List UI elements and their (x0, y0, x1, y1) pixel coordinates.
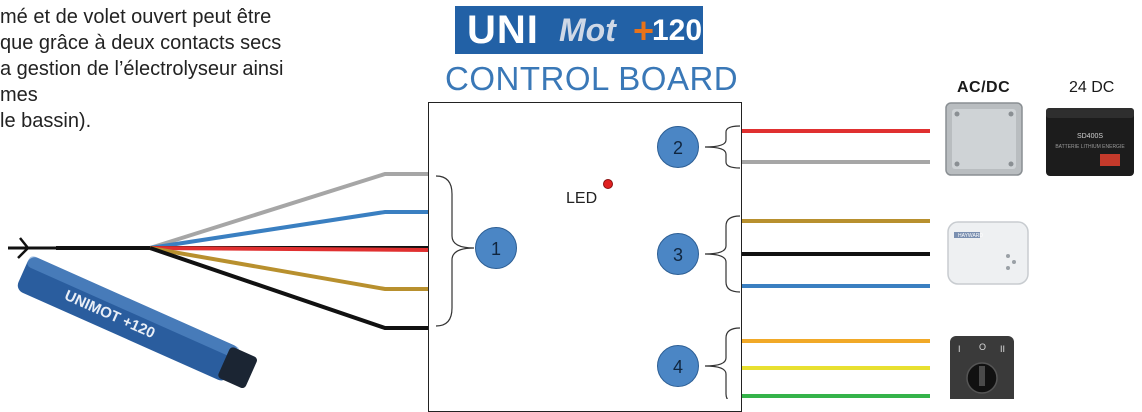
wire-black (149, 246, 428, 330)
bracket-1 (435, 175, 475, 327)
box-brand: HAYWARD (958, 233, 983, 239)
intro-line-4: mes (0, 84, 38, 106)
bracket-3 (704, 215, 741, 293)
intro-line-1: mé et de volet ouvert peut être (0, 6, 272, 28)
battery-sub: BATTERIE LITHIUM ENERGIE (1055, 144, 1125, 150)
led-label: LED (566, 190, 598, 207)
bracket-2 (704, 125, 741, 169)
rotary-switch: I O II (950, 336, 1014, 399)
electrolyser-box: HAYWARD (947, 221, 1029, 285)
intro-line-5: le bassin). (0, 110, 92, 132)
wire-gold (149, 246, 428, 291)
wiring-diagram: UNIMOT +120 SD400S BATTERIE LI (8, 102, 1134, 399)
wire-blue (149, 210, 428, 250)
switch-label-mid: O (979, 342, 986, 352)
battery-24dc: SD400S BATTERIE LITHIUM ENERGIE (1046, 108, 1134, 176)
logo-uni: UNI (467, 8, 539, 52)
group-1-badge: 1 (475, 227, 517, 269)
wire-red (149, 246, 429, 252)
acdc-junction-box (945, 102, 1023, 176)
dc24-label: 24 DC (1069, 79, 1115, 96)
motor-wires (56, 172, 429, 330)
intro-paragraph: mé et de volet ouvert peut être que grâc… (0, 4, 380, 134)
unimot-logo: UNI Mot + 120 (455, 6, 703, 54)
intro-line-2: que grâce à deux contacts secs (0, 32, 282, 54)
led-indicator (603, 179, 613, 189)
wire-gray (149, 172, 428, 250)
logo-plus: + (633, 10, 655, 51)
group-4-badge: 4 (657, 345, 699, 387)
board-title: CONTROL BOARD (445, 60, 739, 97)
bracket-4 (704, 327, 741, 399)
battery-model: SD400S (1077, 133, 1103, 140)
logo-number: 120 (652, 14, 703, 47)
group-2-badge: 2 (657, 126, 699, 168)
intro-line-3: a gestion de l’électrolyseur ainsi (0, 58, 284, 80)
acdc-label: AC/DC (957, 79, 1011, 96)
switch-label-right: II (1000, 344, 1005, 354)
logo-mot: Mot (559, 12, 616, 48)
switch-label-left: I (958, 344, 961, 354)
group-3-badge: 3 (657, 233, 699, 275)
